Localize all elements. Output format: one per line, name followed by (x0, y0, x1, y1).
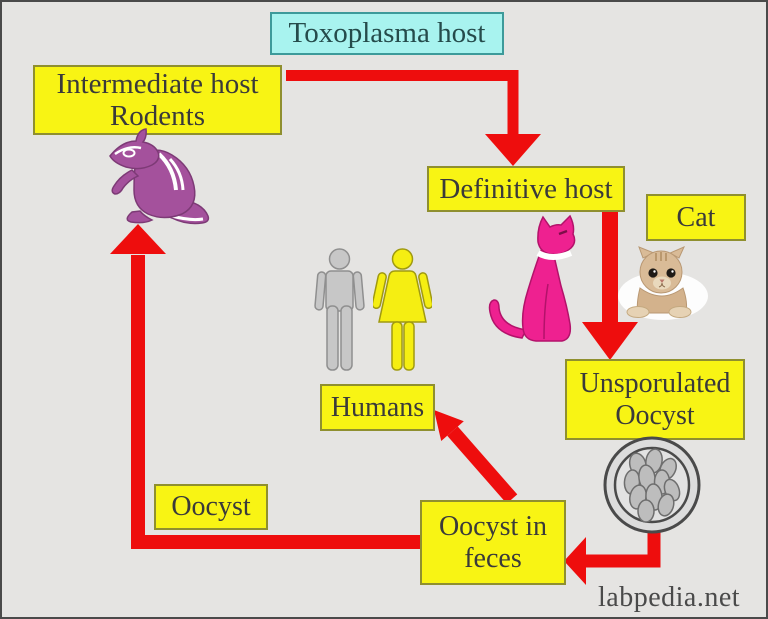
intermediate-host-line2: Rodents (109, 100, 206, 132)
title-box-toxoplasma-host: Toxoplasma host (270, 12, 504, 55)
male-figure-icon (314, 248, 365, 371)
arrow-feces-to-humans (434, 410, 518, 504)
node-oocyst-in-feces: Oocyst in feces (420, 500, 566, 585)
title-text: Toxoplasma host (288, 17, 486, 50)
node-intermediate-host: Intermediate host Rodents (33, 65, 282, 135)
pink-cat-icon (488, 214, 576, 342)
unsporulated-line1: Unsporulated (579, 368, 731, 400)
arrow-oocyst-to-feces (564, 520, 661, 585)
kitten-photo (618, 246, 708, 320)
arrow-definitive-to-unsporulated (582, 210, 638, 360)
female-figure-icon (373, 248, 432, 371)
oocyst-label: Oocyst (171, 491, 251, 523)
node-humans: Humans (320, 384, 435, 431)
intermediate-host-line1: Intermediate host (56, 67, 259, 100)
watermark: labpedia.net (598, 582, 741, 613)
chipmunk-icon (109, 128, 210, 225)
node-cat: Cat (646, 194, 746, 241)
oocyst-icon (603, 436, 701, 534)
arrow-feces-to-rodent (110, 224, 420, 549)
oocyst-in-feces-line1: Oocyst in (438, 511, 548, 543)
unsporulated-line2: Oocyst (615, 399, 695, 431)
humans-label: Humans (330, 391, 425, 423)
node-oocyst: Oocyst (154, 484, 268, 530)
oocyst-in-feces-line2: feces (464, 542, 522, 574)
arrow-intermediate-to-definitive (286, 70, 541, 166)
definitive-host-label: Definitive host (439, 172, 613, 205)
cat-label: Cat (676, 201, 716, 233)
node-unsporulated-oocyst: Unsporulated Oocyst (565, 359, 745, 440)
node-definitive-host: Definitive host (427, 166, 625, 212)
